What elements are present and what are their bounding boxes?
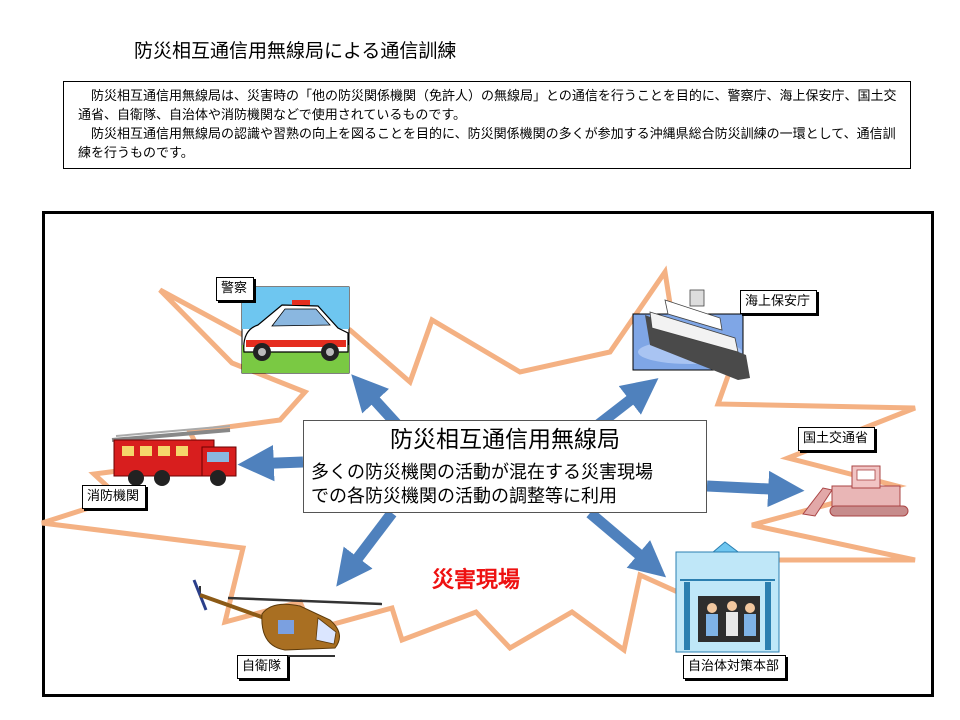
intro-paragraph-1: 防災相互通信用無線局は、災害時の「他の防災関係機関（免許人）の無線局」との通信を…: [78, 89, 897, 123]
arrow-to-sdf: [336, 509, 397, 587]
arrow-to-local-gov: [586, 508, 667, 578]
label-local-gov-hq: 自治体対策本部: [683, 655, 787, 679]
arrow-to-fire: [237, 445, 304, 482]
center-desc-line-1: 多くの防災機関の活動が混在する災害現場: [311, 462, 653, 483]
label-mlit: 国土交通省: [798, 427, 876, 451]
tent-headquarters-icon: [675, 541, 780, 653]
page-title: 防災相互通信用無線局による通信訓練: [134, 40, 457, 62]
arrow-to-mlit: [706, 470, 805, 508]
label-coast-guard: 海上保安庁: [740, 290, 818, 314]
arrow-to-coast-guard: [594, 378, 659, 430]
label-sdf: 自衛隊: [237, 655, 289, 679]
disaster-site-label: 災害現場: [432, 568, 521, 593]
center-description: 多くの防災機関の活動が混在する災害現場 での各防災機関の活動の調整等に利用: [311, 461, 653, 509]
intro-paragraph-2: 防災相互通信用無線局の認識や習熟の向上を図ることを目的に、防災関係機関の多くが参…: [78, 127, 896, 161]
central-radio-station-box: 防災相互通信用無線局 多くの防災機関の活動が混在する災害現場 での各防災機関の活…: [303, 420, 707, 513]
center-title: 防災相互通信用無線局: [390, 427, 620, 453]
bulldozer-icon: [802, 465, 909, 517]
center-desc-line-2: での各防災機関の活動の調整等に利用: [311, 486, 617, 507]
disaster-burst-outline: [41, 265, 916, 655]
police-car-icon: [241, 286, 350, 374]
label-police: 警察: [216, 277, 255, 301]
intro-box: 防災相互通信用無線局は、災害時の「他の防災関係機関（免許人）の無線局」との通信を…: [63, 81, 911, 169]
fire-truck-icon: [111, 425, 237, 486]
label-fire-dept: 消防機関: [82, 485, 147, 509]
diagram-frame: [42, 211, 934, 697]
patrol-ship-icon: [632, 289, 750, 380]
